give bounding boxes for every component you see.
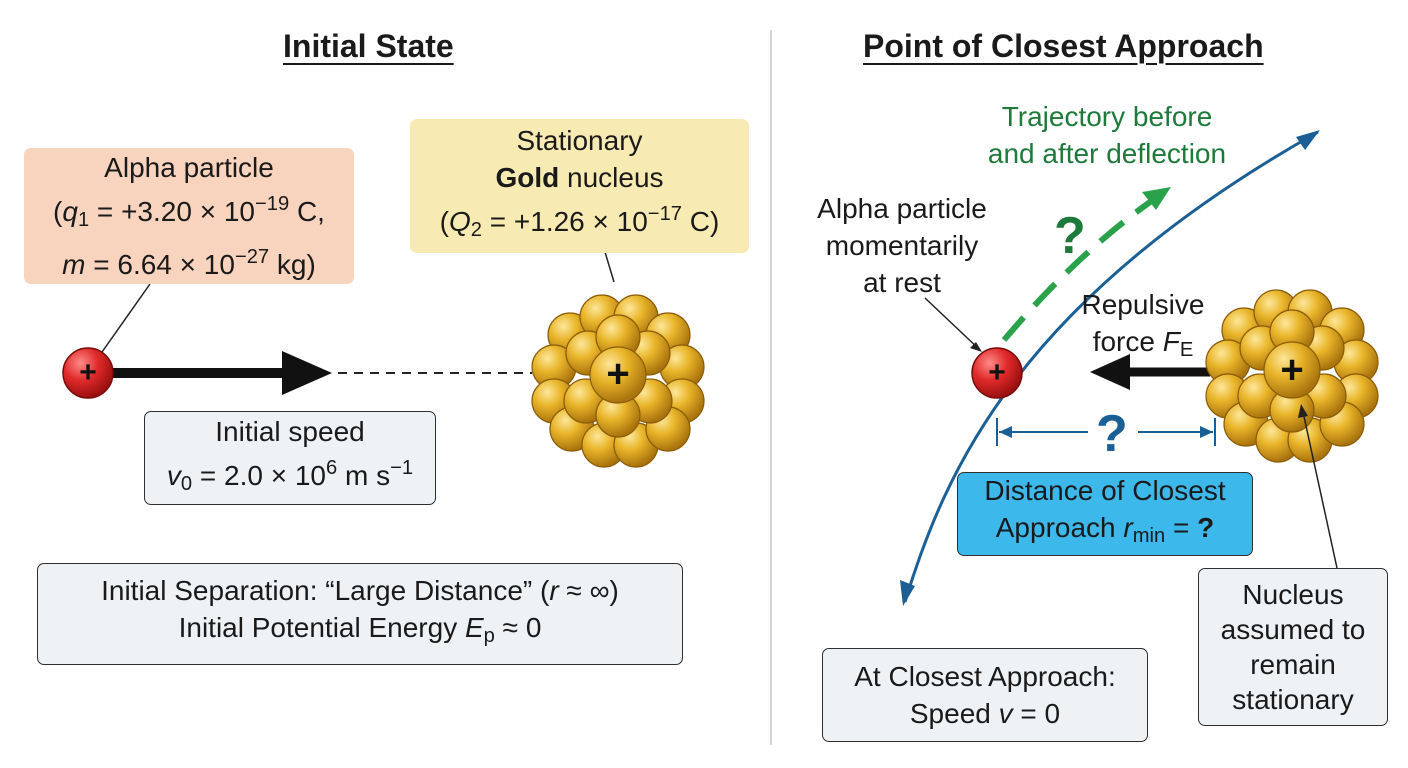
gold-label-line1: Stationary bbox=[516, 125, 643, 157]
gold-label-line2: Gold nucleus bbox=[495, 162, 664, 194]
right-panel-title: Point of Closest Approach bbox=[863, 28, 1264, 64]
closest-speed-line2: Speed v = 0 bbox=[909, 698, 1061, 729]
green-trajectory-arrow bbox=[1001, 187, 1171, 342]
initial-speed-value: v0 = 2.0 × 106 m s−1 bbox=[166, 456, 414, 496]
initial-energy-line2: Initial Potential Energy Ep ≈ 0 bbox=[178, 612, 542, 648]
green-question-mark: ? bbox=[1054, 207, 1086, 265]
distance-dimension-arrow bbox=[996, 418, 1216, 446]
left-nucleus-charge: + bbox=[606, 352, 630, 396]
alpha-rest-label: Alpha particle momentarily at rest bbox=[817, 193, 987, 298]
alpha-particle-label-box: Alpha particle (q1 = +3.20 × 10−19 C, m … bbox=[24, 148, 354, 284]
nucleus-box-pointer bbox=[1302, 411, 1338, 569]
trajectory-label: Trajectory before and after deflection bbox=[987, 101, 1227, 169]
gold-label-pointer bbox=[604, 251, 615, 283]
trajectory-arrowhead-end bbox=[1296, 130, 1320, 150]
gold-label-charge: (Q2 = +1.26 × 10−17 C) bbox=[439, 203, 720, 242]
right-alpha-particle bbox=[971, 347, 1023, 399]
left-alpha-charge: + bbox=[79, 356, 97, 389]
closest-speed-box: At Closest Approach: Speed v = 0 bbox=[822, 648, 1148, 742]
left-alpha-particle bbox=[62, 347, 114, 399]
repulsive-force-arrow bbox=[1090, 354, 1210, 390]
closest-approach-line2: Approach rmin = ? bbox=[995, 512, 1215, 548]
alpha-rest-pointer bbox=[924, 297, 981, 351]
initial-velocity-arrow bbox=[112, 351, 332, 395]
alpha-label-charge: (q1 = +3.20 × 10−19 C, bbox=[53, 192, 325, 232]
alpha-label-pointer bbox=[101, 283, 151, 353]
alpha-label-mass: m = 6.64 × 10−27 kg) bbox=[62, 246, 316, 281]
initial-speed-box: Initial speed v0 = 2.0 × 106 m s−1 bbox=[144, 411, 436, 505]
closest-approach-line1: Distance of Closest bbox=[984, 475, 1226, 507]
right-nucleus-charge: + bbox=[1280, 348, 1304, 392]
nucleus-stationary-box: Nucleus assumed to remain stationary bbox=[1198, 568, 1388, 726]
initial-separation-box: Initial Separation: “Large Distance” (r … bbox=[37, 563, 683, 665]
initial-separation-line1: Initial Separation: “Large Distance” (r … bbox=[101, 575, 619, 607]
initial-speed-line1: Initial speed bbox=[215, 415, 365, 447]
closest-speed-line1: At Closest Approach: bbox=[854, 661, 1116, 692]
gold-nucleus-label-box: Stationary Gold nucleus (Q2 = +1.26 × 10… bbox=[410, 119, 749, 253]
distance-question-mark: ? bbox=[1096, 405, 1128, 463]
right-alpha-charge: + bbox=[988, 356, 1006, 389]
alpha-label-line1: Alpha particle bbox=[104, 151, 274, 183]
repulsive-force-label: Repulsive force FE bbox=[1081, 289, 1205, 362]
left-panel-title: Initial State bbox=[283, 28, 454, 64]
closest-approach-box: Distance of Closest Approach rmin = ? bbox=[957, 472, 1253, 556]
trajectory-arrowhead-start bbox=[900, 580, 915, 606]
